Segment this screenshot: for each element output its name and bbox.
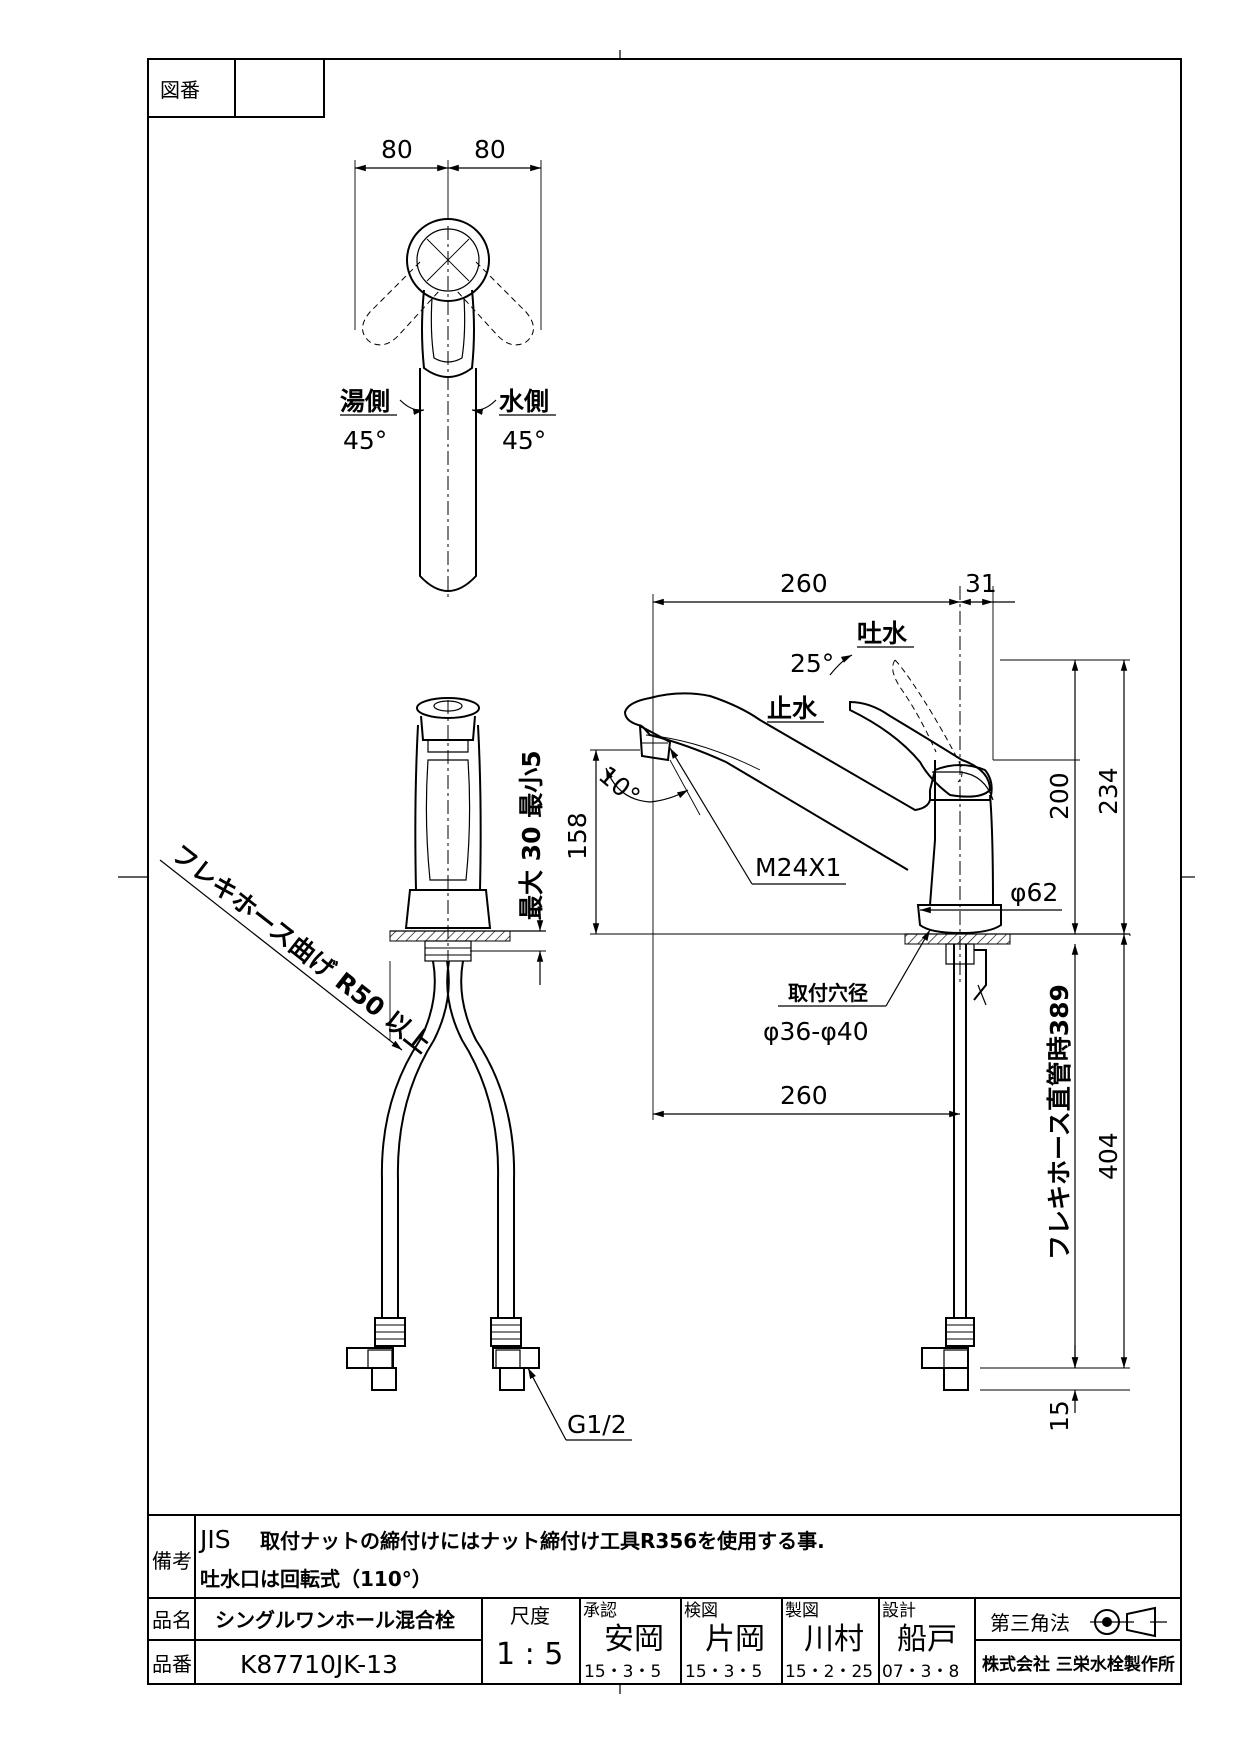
product-code-value: K87710JK-13 [240,1650,398,1679]
sheet-border [118,50,1195,1694]
lever-spout-position [894,659,963,783]
base-diameter-label: φ62 [1010,878,1058,907]
check-label: 検図 [684,1601,718,1621]
notes-line-2: 吐水口は回転式（110°） [200,1567,432,1591]
lever-stop-position [849,700,992,798]
notes-block: 備考 JIS 取付ナットの締付けにはナット締付け工具R356を使用する事. 吐水… [148,1514,1181,1684]
side-dim-10deg: 10° [593,760,646,811]
cold-side-label: 水側 [499,387,549,416]
scale-value: 1 : 5 [496,1637,563,1672]
product-code-label: 品番 [152,1652,192,1676]
side-dim-200: 200 [1045,772,1074,820]
mounting-hole-label: 取付穴径 [788,981,868,1005]
approve-date: 15・3・5 [584,1662,661,1682]
front-base-outline [404,889,492,929]
hot-hose-fitting [346,1317,406,1391]
top-view: 80 80 湯側 45° 水側 45° [340,135,556,600]
top-dim-left: 80 [381,135,413,164]
design-label: 設計 [882,1601,916,1621]
hose-bend-label: フレキホース曲げ R50 以上 [166,839,436,1059]
side-dim-158: 158 [563,812,592,860]
product-name-value: シングルワンホール混合栓 [215,1608,455,1632]
body-rear-outline [989,794,994,906]
hot-side-label: 湯側 [340,387,390,416]
side-dim-15: 15 [1045,1400,1074,1432]
third-angle-projection-icon [1090,1606,1167,1638]
hot-hose-outline [380,960,436,1318]
side-dim-width: 260 [780,569,828,598]
cold-side-ghost-handle [455,261,534,346]
side-dim-404: 404 [1094,1132,1123,1180]
projection-label: 第三角法 [990,1611,1070,1635]
hot-side-ghost-handle [362,261,441,346]
spout-outline [623,692,931,812]
side-view: 260 31 吐水 25° 止水 158 10° M24X1 [563,569,1131,1432]
stop-position-label: 止水 [767,694,818,723]
draw-date: 15・2・25 [785,1662,873,1682]
side-hose-fitting [921,1317,975,1391]
front-view: 最大 30 最小5 フレキホース曲げ R50 以上 G1/2 [159,697,632,1441]
company-name: 株式会社 三栄水栓製作所 [982,1654,1175,1675]
spout-position-label: 吐水 [857,619,908,648]
side-dim-lever: 31 [965,569,997,598]
approve-label: 承認 [583,1601,617,1621]
body-front-outline [929,760,936,906]
cold-side-angle: 45° [502,426,546,455]
draw-label: 製図 [785,1601,819,1621]
deck-thickness-label: 最大 30 最小5 [517,750,546,920]
cold-hose-outline [446,960,500,1318]
notes-label: 備考 [152,1549,192,1573]
side-dim-234: 234 [1094,767,1123,815]
scale-label: 尺度 [510,1604,550,1628]
hose-length-label: フレキホース直管時389 [1045,984,1074,1260]
side-dim-bottom-260: 260 [780,1081,828,1110]
design-date: 07・3・8 [882,1662,959,1682]
mounting-hole-value: φ36-φ40 [763,1017,869,1046]
thread-size-label: M24X1 [755,853,841,882]
check-name: 片岡 [705,1622,765,1657]
side-base-outline [916,904,1002,935]
notes-jis: JIS [198,1525,231,1554]
side-deck-section [904,933,1011,945]
approve-name: 安岡 [604,1622,664,1657]
spout-angle-label: 25° [790,649,834,678]
drawing-number-label: 図番 [160,78,200,102]
spout-top-outline [419,368,477,592]
design-name: 船戸 [897,1622,957,1657]
check-date: 15・3・5 [685,1662,762,1682]
connector-size-label: G1/2 [567,1410,627,1439]
front-deck-section [389,930,511,942]
product-name-label: 品名 [152,1608,192,1632]
notes-line-1: 取付ナットの締付けにはナット締付け工具R356を使用する事. [260,1529,825,1553]
title-block: 品名 シングルワンホール混合栓 品番 K87710JK-13 尺度 1 : 5 … [148,1598,1181,1684]
hot-side-angle: 45° [343,426,387,455]
drawing-number-box: 図番 [147,58,325,118]
cold-hose-fitting [490,1317,540,1391]
draw-name: 川村 [804,1622,864,1657]
side-hose-outline [953,944,967,1318]
top-dim-right: 80 [474,135,506,164]
